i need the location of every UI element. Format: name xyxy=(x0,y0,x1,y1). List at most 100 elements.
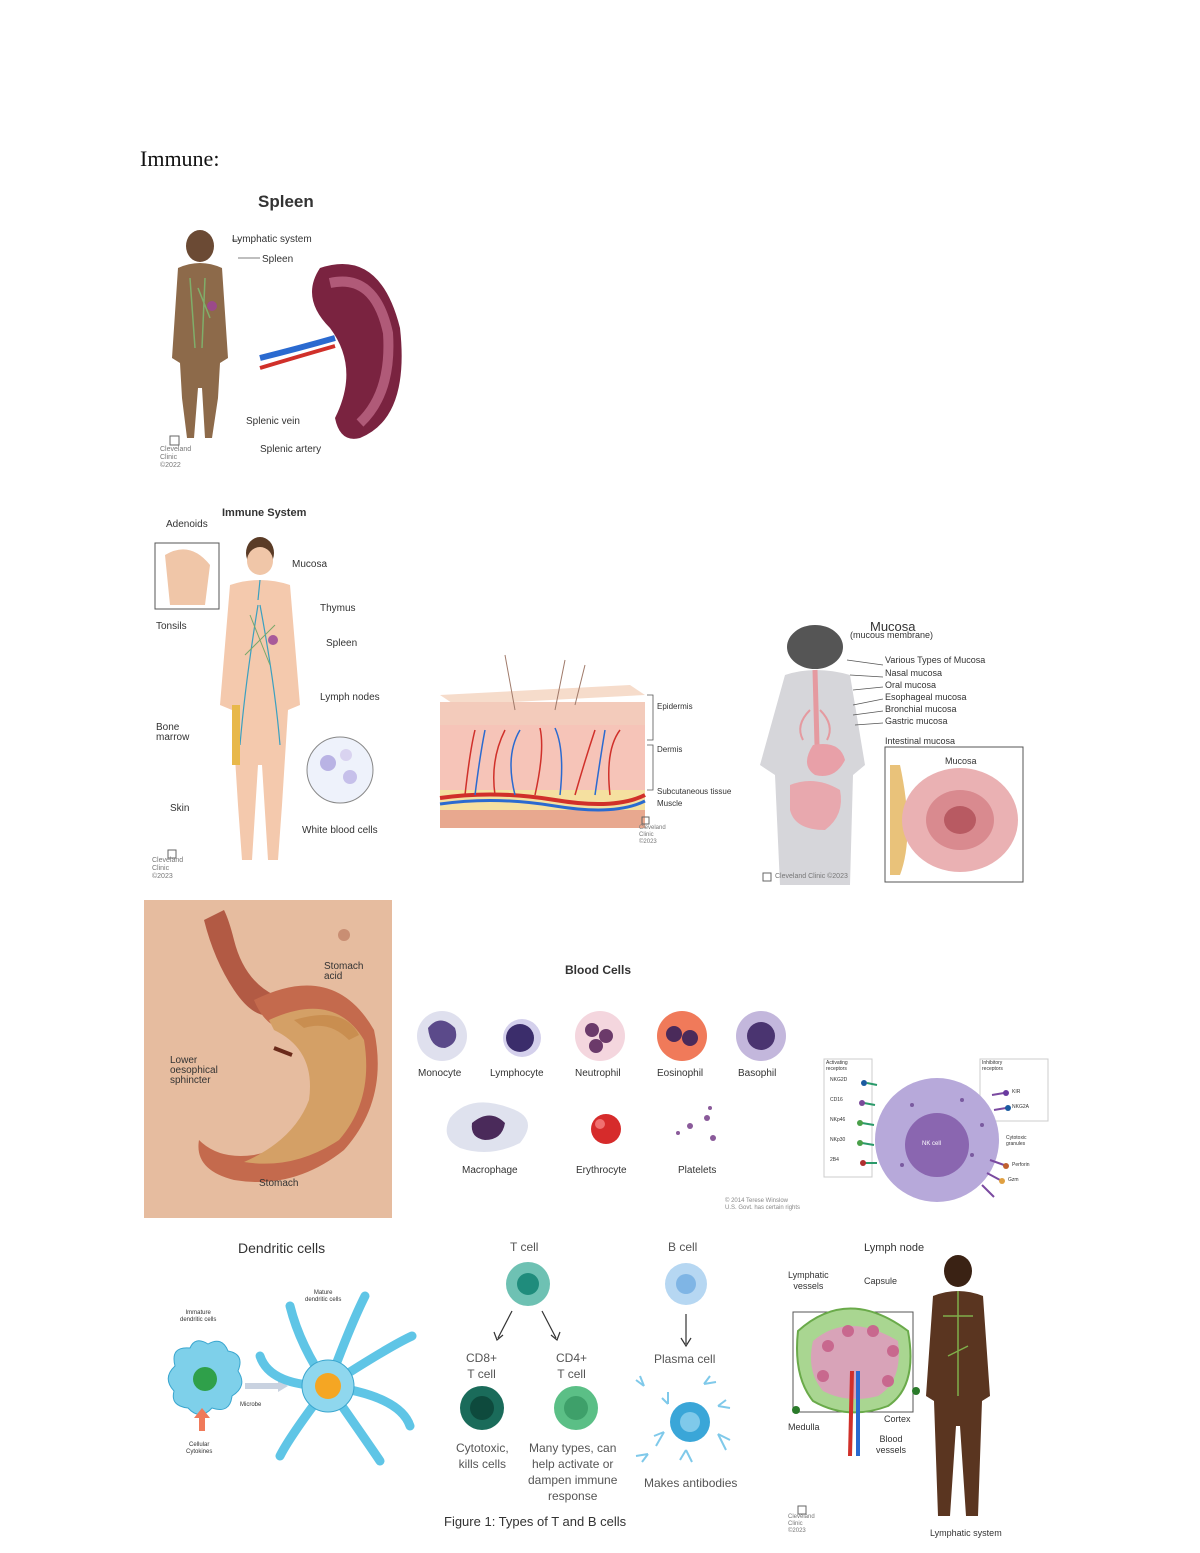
immune-title: Immune System xyxy=(222,507,307,519)
watermark-line: Cleveland xyxy=(788,1514,815,1520)
spleen-title: Spleen xyxy=(258,192,314,211)
dendritic-illustration xyxy=(167,1291,417,1466)
mucosa-types-title: Various Types of Mucosa xyxy=(885,655,986,665)
spleen-label-artery: Splenic artery xyxy=(260,444,322,455)
cell-label-basophil: Basophil xyxy=(738,1068,777,1079)
plasma-desc: Makes antibodies xyxy=(644,1476,738,1490)
watermark-line: Clinic xyxy=(160,454,178,461)
b-cell-label: B cell xyxy=(668,1240,698,1254)
mucosa-intestinal: Intestinal mucosa xyxy=(885,736,956,746)
cd4-label: CD4+ T cell xyxy=(556,1351,588,1381)
mucosa-figure: Mucosa (mucous membrane) Various Types o… xyxy=(755,615,1030,887)
stomach-illustration xyxy=(144,900,392,1218)
cell-label-erythrocyte: Erythrocyte xyxy=(576,1165,627,1176)
skin-label-epidermis: Epidermis xyxy=(657,702,693,711)
skin-figure: Epidermis Dermis Subcutaneous tissue Mus… xyxy=(435,650,740,850)
label-lymph-nodes: Lymph nodes xyxy=(320,692,380,703)
dendritic-title: Dendritic cells xyxy=(238,1240,326,1256)
watermark-line: Cleveland xyxy=(639,825,666,831)
immune-watermark: Cleveland Clinic ©2023 xyxy=(152,857,183,881)
mucosa-subtitle: (mucous membrane) xyxy=(850,630,934,640)
cd8-label: CD8+ T cell xyxy=(466,1351,498,1381)
nk-right-label: Perforin xyxy=(1012,1162,1030,1168)
tb-caption: Figure 1: Types of T and B cells xyxy=(444,1514,627,1529)
credit-line: U.S. Govt. has certain rights xyxy=(725,1205,801,1211)
skin-cross-section xyxy=(439,654,654,828)
spleen-figure: Spleen Lymphatic system Spleen Splenic v… xyxy=(150,188,430,478)
nk-center-label: NK cell xyxy=(922,1141,942,1147)
spleen-label-spleen: Spleen xyxy=(262,254,294,265)
watermark-line: Cleveland xyxy=(160,446,192,453)
stomach-label-stomach: Stomach xyxy=(259,1178,299,1189)
skin-label-subcutaneous: Subcutaneous tissue xyxy=(657,787,732,796)
lymph-node-illustration xyxy=(792,1255,990,1516)
nk-left-label: CD16 xyxy=(830,1097,843,1103)
blood-cells-credit: © 2014 Terese Winslow U.S. Govt. has cer… xyxy=(725,1198,800,1212)
nk-left-label: NKG2D xyxy=(830,1077,848,1083)
dendritic-mature: Mature dendritic cells xyxy=(305,1290,342,1303)
dendritic-immature: Immature dendritic cells xyxy=(180,1310,217,1323)
watermark-line: ©2023 xyxy=(152,873,173,880)
blood-cells-figure: Blood Cells Monocyte Lymphocyte Neutroph… xyxy=(410,958,810,1218)
watermark-line: ©2023 xyxy=(639,839,657,845)
nk-left-label: NKp30 xyxy=(830,1137,846,1143)
lymph-system-label: Lymphatic system xyxy=(930,1528,1002,1538)
cell-label-monocyte: Monocyte xyxy=(418,1068,462,1079)
mucosa-type: Esophageal mucosa xyxy=(885,692,967,702)
stomach-figure: Stomach acid Lower oesophical sphincter … xyxy=(144,900,392,1218)
mucosa-watermark: Cleveland Clinic ©2023 xyxy=(775,873,848,880)
lymph-node-title: Lymph node xyxy=(864,1242,925,1254)
watermark-line: Clinic xyxy=(788,1521,803,1527)
lymph-watermark: Cleveland Clinic ©2023 xyxy=(788,1514,815,1535)
stomach-label-sphincter: Lower oesophical sphincter xyxy=(170,1055,218,1086)
nk-right-label: NKG2A xyxy=(1012,1104,1029,1110)
nk-left-title: Activating receptors xyxy=(826,1060,848,1072)
dendritic-figure: Dendritic cells Immature dendritic cells… xyxy=(150,1236,420,1476)
lymph-node-figure: Lymph node Lymphatic vessels Capsule Med… xyxy=(778,1236,1018,1546)
immune-system-figure: Immune System Adenoids Tonsils Mucosa Th… xyxy=(150,505,390,885)
watermark-line: Clinic xyxy=(152,865,170,872)
cell-label-neutrophil: Neutrophil xyxy=(575,1068,621,1079)
mucosa-type: Gastric mucosa xyxy=(885,716,948,726)
tb-cells-illustration xyxy=(460,1262,731,1463)
lymph-label-cortex: Cortex xyxy=(884,1414,911,1424)
cell-label-platelets: Platelets xyxy=(678,1165,717,1176)
label-thymus: Thymus xyxy=(320,603,356,614)
nk-left-label: NKp46 xyxy=(830,1117,846,1123)
nk-right-title: Inhibitory receptors xyxy=(982,1060,1003,1072)
skin-label-dermis: Dermis xyxy=(657,745,683,754)
immune-body-illustration xyxy=(154,537,374,860)
skin-label-muscle: Muscle xyxy=(657,799,683,808)
t-cell-label: T cell xyxy=(510,1240,539,1254)
cd8-desc: Cytotoxic, kills cells xyxy=(456,1441,509,1471)
spleen-illustration xyxy=(169,230,402,446)
watermark-line: Clinic xyxy=(639,832,654,838)
watermark-line: Cleveland xyxy=(152,857,184,864)
lymph-label-blood: Blood vessels xyxy=(876,1434,907,1455)
label-skin: Skin xyxy=(170,803,190,814)
nk-cell-illustration xyxy=(823,1058,1049,1202)
stomach-label-acid: Stomach acid xyxy=(324,961,364,982)
label-spleen: Spleen xyxy=(326,638,358,649)
label-tonsils: Tonsils xyxy=(156,621,187,632)
nk-right-bottom: Cytotoxic granules xyxy=(1006,1135,1027,1147)
watermark-line: ©2022 xyxy=(160,462,181,469)
spleen-watermark: Cleveland Clinic ©2022 xyxy=(160,446,191,470)
spleen-label-vein: Splenic vein xyxy=(246,416,300,427)
tb-cells-figure: T cell B cell CD8+ T cell CD4+ T cell Pl… xyxy=(440,1236,760,1536)
dendritic-arrow-label: Microbe xyxy=(240,1402,262,1408)
lymph-label-medulla: Medulla xyxy=(788,1422,820,1432)
label-wbc: White blood cells xyxy=(302,825,378,836)
cell-label-macrophage: Macrophage xyxy=(462,1165,518,1176)
nk-right-label: KIR xyxy=(1012,1089,1021,1095)
mucosa-type: Nasal mucosa xyxy=(885,668,943,678)
blood-cells-illustration xyxy=(417,1011,786,1152)
cd4-desc: Many types, can help activate or dampen … xyxy=(528,1441,618,1503)
dendritic-bottom: Cellular Cytokines xyxy=(186,1442,213,1455)
mucosa-title: Mucosa xyxy=(870,619,916,634)
label-adenoids: Adenoids xyxy=(166,519,208,530)
label-mucosa: Mucosa xyxy=(292,559,328,570)
mucosa-type: Oral mucosa xyxy=(885,680,937,690)
watermark-line: ©2023 xyxy=(788,1528,806,1534)
lymph-label-vessels: Lymphatic vessels xyxy=(788,1270,829,1291)
